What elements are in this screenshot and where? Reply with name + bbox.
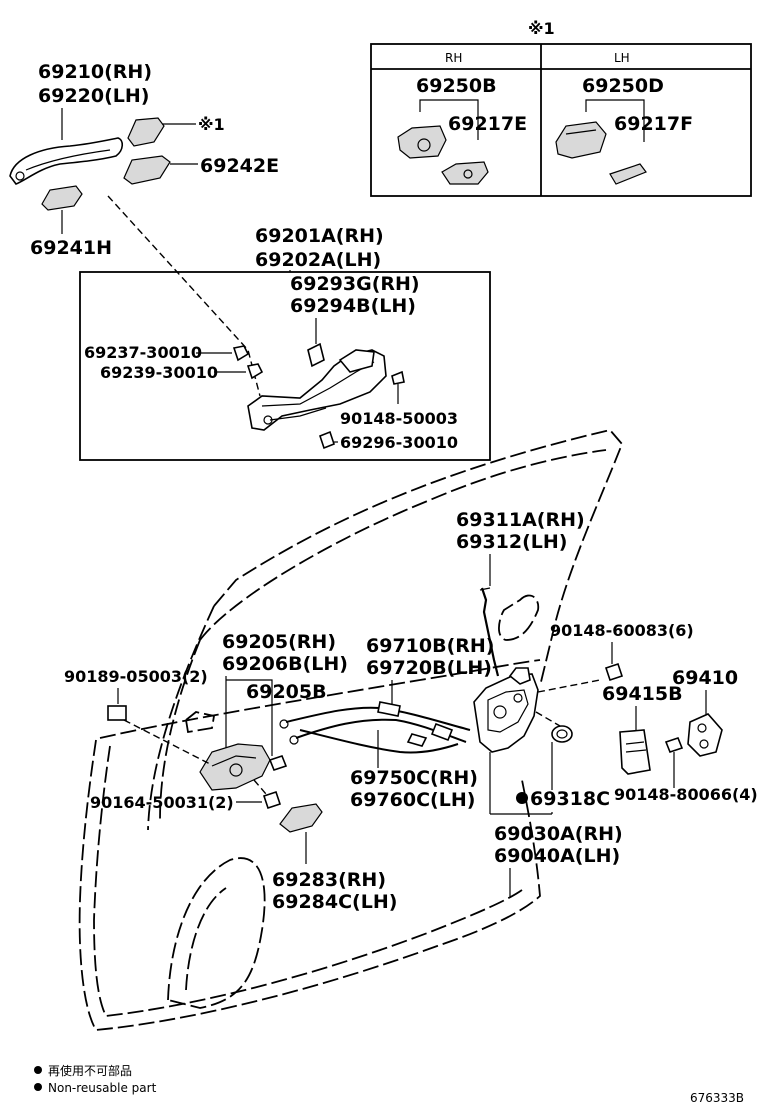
legend-text-en: Non-reusable part	[48, 1081, 157, 1095]
label-69237: 69237-30010	[84, 343, 202, 362]
striker-group: 90148-60083(6) 69415B 69410 90148-80066(…	[550, 621, 758, 804]
label-69205B: 69205B	[246, 681, 327, 703]
clip-90189-shape	[107, 705, 127, 721]
legend-dot-en	[34, 1083, 42, 1091]
legend-dot-jp	[34, 1066, 42, 1074]
label-69040A: 69040A(LH)	[494, 845, 620, 867]
label-69210: 69210(RH)	[38, 61, 152, 83]
legend: 再使用不可部品 Non-reusable part	[34, 1063, 157, 1095]
label-69318C: 69318C	[530, 788, 610, 810]
rod-group: 69311A(RH) 69312(LH)	[456, 509, 585, 677]
label-69217E: 69217E	[448, 113, 527, 135]
label-69250D: 69250D	[582, 75, 664, 97]
label-69030A: 69030A(RH)	[494, 823, 623, 845]
rod-shape	[480, 587, 500, 677]
label-69239: 69239-30010	[100, 363, 218, 382]
inset-box: ※1 RH LH 69250B 69217E 69250D 69217F	[370, 19, 752, 197]
label-69293G: 69293G(RH)	[290, 273, 420, 295]
label-69720B: 69720B(LH)	[366, 657, 492, 679]
bezel-shape	[279, 803, 323, 833]
label-69241H: 69241H	[30, 237, 112, 259]
label-69220: 69220(LH)	[38, 85, 149, 107]
label-69311A: 69311A(RH)	[456, 509, 585, 531]
cap-lh-shape	[609, 163, 647, 185]
label-69415B: 69415B	[602, 683, 683, 705]
outside-handle-shape	[9, 137, 124, 185]
door-lock-group: 69318C 69030A(RH) 69040A(LH)	[473, 667, 623, 898]
outside-handle-group: 69210(RH) 69220(LH) ※1 69242E 69241H	[9, 61, 279, 259]
frame-box: 69201A(RH) 69202A(LH) 69293G(RH) 69294B(…	[79, 225, 491, 461]
label-69760C: 69760C(LH)	[350, 789, 475, 811]
label-69283: 69283(RH)	[272, 869, 386, 891]
label-69201A: 69201A(RH)	[255, 225, 384, 247]
label-69242E: 69242E	[200, 155, 279, 177]
cover-rh-shape	[397, 125, 447, 159]
label-69217F: 69217F	[614, 113, 693, 135]
striker-plate-shape	[619, 729, 651, 775]
nonreusable-dot-69318C	[516, 792, 528, 804]
cable-lower-shape	[299, 729, 459, 754]
cover-lh-shape	[555, 121, 607, 159]
cap-rh-shape	[441, 161, 489, 185]
label-cover-mark: ※1	[198, 115, 225, 134]
label-69250B: 69250B	[416, 75, 497, 97]
label-90148-50003: 90148-50003	[340, 409, 458, 428]
inset-col-rh: RH	[445, 51, 462, 65]
inset-col-lh: LH	[614, 51, 630, 65]
label-69202A: 69202A(LH)	[255, 249, 381, 271]
label-90148-80066: 90148-80066(4)	[614, 785, 758, 804]
label-69284C: 69284C(LH)	[272, 891, 397, 913]
label-69410: 69410	[672, 667, 738, 689]
cable-group: 69710B(RH) 69720B(LH) 69750C(RH) 69760C(…	[279, 635, 494, 811]
label-69750C: 69750C(RH)	[350, 767, 478, 789]
figure-id: 676333B	[690, 1091, 744, 1105]
label-69205: 69205(RH)	[222, 631, 336, 653]
label-69296: 69296-30010	[340, 433, 458, 452]
label-69294B: 69294B(LH)	[290, 295, 416, 317]
striker-shape	[687, 713, 723, 757]
label-90148-60083: 90148-60083(6)	[550, 621, 694, 640]
label-69206B: 69206B(LH)	[222, 653, 348, 675]
label-90189: 90189-05003(2)	[64, 667, 208, 686]
legend-text-jp: 再使用不可部品	[48, 1063, 132, 1078]
handle-cover-shape	[127, 117, 165, 147]
inside-handle-group: 69205(RH) 69206B(LH) 69205B 90189-05003(…	[64, 631, 348, 812]
label-69312: 69312(LH)	[456, 531, 567, 553]
inside-handle-shape	[199, 743, 271, 791]
inset-note-mark: ※1	[528, 19, 555, 38]
label-90164: 90164-50031(2)	[90, 793, 234, 812]
pad-69241H-shape	[41, 185, 83, 211]
label-69710B: 69710B(RH)	[366, 635, 494, 657]
pad-69242E-shape	[123, 155, 171, 185]
seal-ring-69318C	[551, 725, 573, 743]
door-outline	[78, 428, 624, 1031]
bezel-group: 69283(RH) 69284C(LH)	[272, 803, 397, 913]
